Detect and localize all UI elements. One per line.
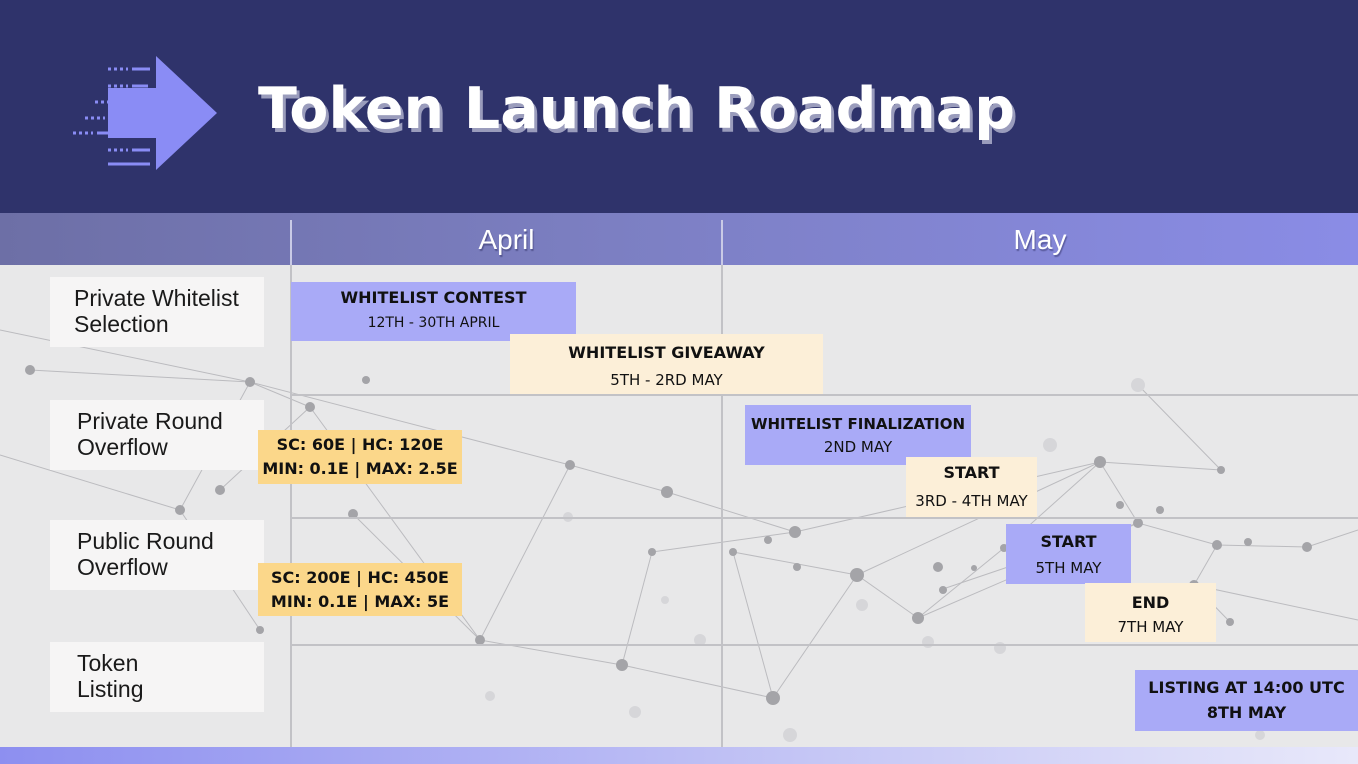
task-dates: 8TH MAY — [1206, 703, 1287, 722]
arrow-speed-icon — [73, 56, 217, 170]
may-divider — [721, 220, 723, 265]
task-dates: 12TH - 30TH APRIL — [367, 315, 500, 331]
task-whitelist-finalization: WHITELIST FINALIZATION 2ND MAY — [745, 405, 971, 465]
task-title: END — [1131, 593, 1170, 612]
row-label-public-round: Public Round Overflow — [50, 520, 264, 590]
row-label-private-round: Private Round Overflow — [50, 400, 264, 470]
row-label-line: Private Round — [77, 408, 223, 434]
task-dates: 7TH MAY — [1117, 618, 1184, 636]
task-token-listing: LISTING AT 14:00 UTC 8TH MAY — [1135, 670, 1358, 731]
task-public-round-end: END 7TH MAY — [1085, 583, 1216, 642]
row-label-line: Public Round — [77, 528, 214, 554]
task-caps-line: MIN: 0.1E | MAX: 2.5E — [262, 459, 458, 478]
month-may: May — [1013, 224, 1067, 255]
page-title: Token Launch Roadmap — [258, 76, 1016, 142]
month-april: April — [478, 224, 535, 255]
row-label-line: Overflow — [77, 554, 168, 580]
row-label-line: Selection — [74, 311, 169, 337]
row-label-token-listing: Token Listing — [50, 642, 264, 712]
task-dates: 5TH MAY — [1035, 559, 1102, 577]
row-label-line: Overflow — [77, 434, 168, 460]
task-caps-line: MIN: 0.1E | MAX: 5E — [270, 592, 450, 611]
task-private-round-start: START 3RD - 4TH MAY — [906, 457, 1037, 517]
bottom-accent-strip — [0, 747, 1358, 764]
task-dates: 5TH - 2RD MAY — [610, 371, 723, 389]
task-title: LISTING AT 14:00 UTC — [1148, 678, 1345, 697]
task-private-round-caps: SC: 60E | HC: 120E MIN: 0.1E | MAX: 2.5E — [258, 430, 462, 484]
task-dates: 2ND MAY — [823, 438, 893, 456]
task-title: WHITELIST GIVEAWAY — [568, 343, 765, 362]
task-whitelist-giveaway: WHITELIST GIVEAWAY 5TH - 2RD MAY — [510, 334, 823, 394]
row-label-line: Token — [77, 650, 139, 676]
task-title: WHITELIST FINALIZATION — [750, 415, 966, 433]
task-caps-line: SC: 200E | HC: 450E — [271, 568, 449, 587]
header: Token Launch Roadmap — [0, 0, 1358, 213]
task-public-round-caps: SC: 200E | HC: 450E MIN: 0.1E | MAX: 5E — [258, 563, 462, 616]
task-public-round-start: START 5TH MAY — [1006, 524, 1131, 584]
month-header-bar: April May — [0, 213, 1358, 266]
task-title: WHITELIST CONTEST — [340, 288, 527, 307]
task-title: START — [943, 463, 1000, 482]
april-divider — [290, 220, 292, 265]
row-label-line: Private Whitelist — [74, 285, 239, 311]
task-caps-line: SC: 60E | HC: 120E — [276, 435, 444, 454]
row-label-line: Listing — [77, 676, 144, 702]
row-label-private-whitelist: Private Whitelist Selection — [50, 277, 264, 347]
task-dates: 3RD - 4TH MAY — [915, 492, 1028, 510]
task-whitelist-contest: WHITELIST CONTEST 12TH - 30TH APRIL — [291, 282, 576, 341]
task-title: START — [1040, 532, 1097, 551]
